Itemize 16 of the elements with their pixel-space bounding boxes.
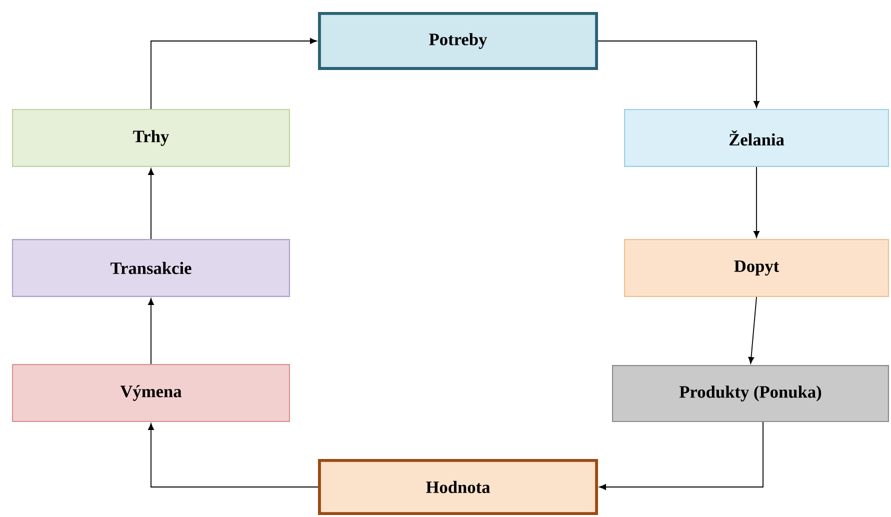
arrow xyxy=(754,166,760,238)
process-box: Výmena xyxy=(12,364,290,422)
arrow xyxy=(150,38,317,110)
arrow xyxy=(599,422,764,490)
process-box: Želania xyxy=(624,109,890,167)
arrow xyxy=(598,40,760,108)
process-box: Potreby xyxy=(318,12,598,70)
process-box: Dopyt xyxy=(624,239,890,297)
process-box: Produkty (Ponuka) xyxy=(612,365,890,422)
process-box: Trhy xyxy=(12,109,290,167)
process-box: Transakcie xyxy=(12,239,290,297)
arrow xyxy=(148,298,154,364)
arrow xyxy=(148,168,154,240)
arrow xyxy=(748,296,757,364)
arrow xyxy=(148,423,318,488)
process-box: Hodnota xyxy=(318,459,598,515)
